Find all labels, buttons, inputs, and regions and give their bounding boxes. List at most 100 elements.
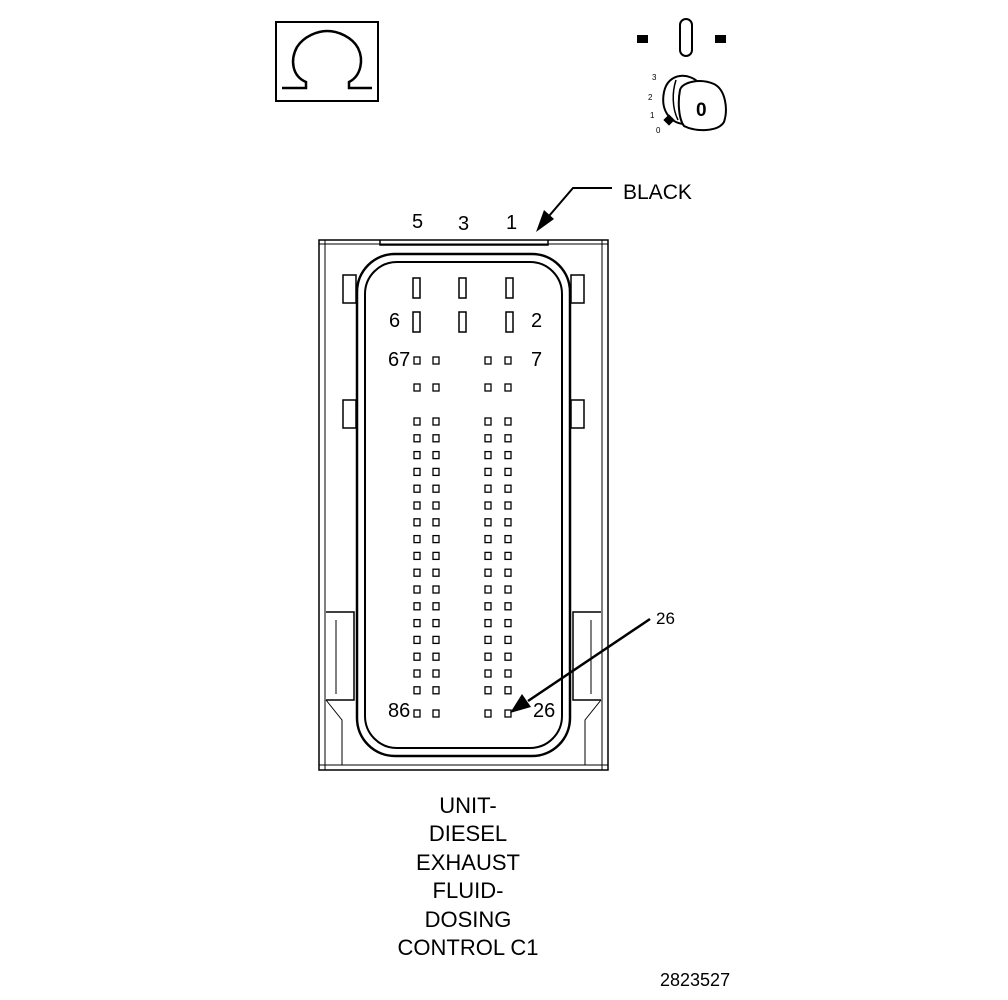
- small-cavity: [432, 356, 440, 365]
- small-cavity: [432, 417, 440, 426]
- ignition-position-0: 0: [656, 126, 661, 135]
- large-cavity: [458, 311, 467, 333]
- small-cavity: [432, 709, 440, 718]
- connector-color-label: BLACK: [623, 181, 692, 204]
- small-cavity: [432, 635, 440, 645]
- small-cavity: [432, 568, 440, 577]
- small-cavity: [413, 568, 421, 577]
- small-cavity: [484, 450, 492, 460]
- small-cavity: [432, 652, 440, 661]
- small-cavity: [413, 383, 421, 392]
- large-cavity: [505, 277, 514, 299]
- small-cavity: [413, 467, 421, 477]
- pin-label-1: 1: [506, 212, 517, 234]
- small-cavity: [484, 551, 492, 561]
- small-cavity: [413, 434, 421, 443]
- small-cavity: [484, 467, 492, 477]
- small-cavity: [432, 551, 440, 561]
- small-cavity: [484, 434, 492, 443]
- small-cavity: [504, 534, 512, 544]
- small-cavity: [484, 585, 492, 594]
- small-cavity: [504, 356, 512, 365]
- small-cavity: [504, 602, 512, 611]
- small-cavity: [504, 467, 512, 477]
- small-cavity: [484, 686, 492, 695]
- small-cavity: [504, 450, 512, 460]
- title-line: CONTROL C1: [397, 935, 539, 961]
- small-cavity: [413, 709, 421, 718]
- small-cavity: [432, 383, 440, 392]
- small-cavity: [413, 518, 421, 527]
- pin-26-callout: 26: [510, 609, 675, 713]
- small-cavity: [484, 534, 492, 544]
- small-cavity: [413, 585, 421, 594]
- pin-label-86: 86: [388, 700, 410, 722]
- large-cavity: [458, 277, 467, 299]
- title-line: EXHAUST: [416, 849, 520, 875]
- small-cavity: [432, 669, 440, 678]
- small-cavity: [413, 356, 421, 365]
- small-cavity: [413, 501, 421, 510]
- small-cavity: [413, 484, 421, 493]
- pin-label-2: 2: [531, 310, 542, 332]
- small-cavity: [484, 417, 492, 426]
- small-cavity: [484, 635, 492, 645]
- title-line: FLUID-: [432, 878, 504, 904]
- small-cavity: [413, 602, 421, 611]
- small-cavity: [484, 484, 492, 493]
- small-cavity: [413, 551, 421, 561]
- small-cavity: [504, 686, 512, 695]
- small-cavity: [432, 434, 440, 443]
- small-cavity: [432, 450, 440, 460]
- small-cavity: [432, 467, 440, 477]
- callout-label-26: 26: [656, 609, 675, 628]
- small-cavity: [432, 534, 440, 544]
- pin-label-26: 26: [533, 700, 555, 722]
- small-cavity: [413, 450, 421, 460]
- small-cavity: [432, 585, 440, 594]
- pin-label-6: 6: [389, 310, 400, 332]
- small-terminal-cavities: [413, 356, 512, 718]
- small-cavity: [484, 709, 492, 718]
- ignition-position-2: 2: [648, 93, 653, 102]
- ignition-position-3: 3: [652, 73, 657, 82]
- pin-labels: 5 3 1 6 2 67 7 86 26: [388, 211, 555, 722]
- ignition-position-1: 1: [650, 111, 655, 120]
- pin-label-3: 3: [458, 213, 469, 235]
- small-cavity: [432, 484, 440, 493]
- ohm-icon: [275, 21, 379, 102]
- small-cavity: [413, 534, 421, 544]
- connector-face-view-icon: [637, 18, 726, 57]
- small-cavity: [504, 709, 512, 718]
- small-cavity: [432, 518, 440, 527]
- small-cavity: [484, 618, 492, 628]
- title-line: UNIT-: [439, 793, 497, 818]
- small-cavity: [432, 501, 440, 510]
- small-cavity: [504, 484, 512, 493]
- large-cavity: [505, 311, 514, 333]
- small-cavity: [413, 652, 421, 661]
- small-cavity: [484, 602, 492, 611]
- ignition-key-label: 0: [696, 100, 707, 121]
- small-cavity: [432, 686, 440, 695]
- large-terminal-cavities: [412, 277, 514, 333]
- small-cavity: [484, 383, 492, 392]
- title-line: DOSING: [424, 906, 512, 932]
- small-cavity: [484, 652, 492, 661]
- small-cavity: [504, 434, 512, 443]
- small-cavity: [504, 417, 512, 426]
- small-cavity: [504, 652, 512, 661]
- small-cavity: [413, 635, 421, 645]
- connector-housing: [318, 239, 609, 771]
- small-cavity: [432, 618, 440, 628]
- small-cavity: [484, 501, 492, 510]
- small-cavity: [504, 635, 512, 645]
- small-cavity: [504, 669, 512, 678]
- title-line: DIESEL: [428, 821, 508, 847]
- small-cavity: [413, 618, 421, 628]
- small-cavity: [432, 602, 440, 611]
- small-cavity: [504, 568, 512, 577]
- small-cavity: [504, 618, 512, 628]
- color-callout: BLACK: [536, 181, 692, 232]
